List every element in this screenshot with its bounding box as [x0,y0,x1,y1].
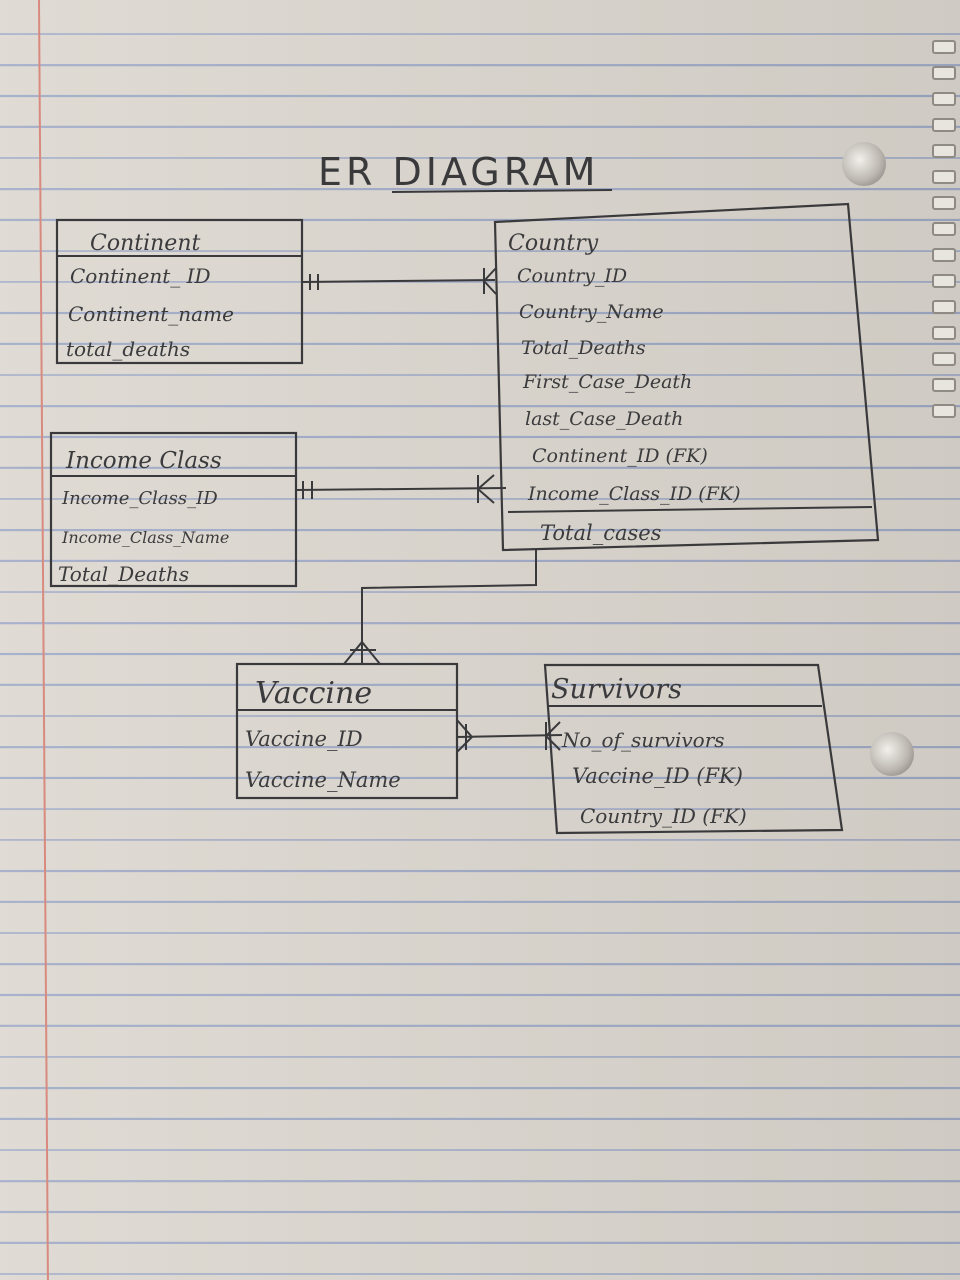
entity-income-class-box [49,431,298,588]
many-marker [343,640,381,665]
spiral-ring [932,144,956,158]
relationship-vaccine-survivors [456,719,563,753]
entity-income-class-attribute: Total_Deaths [58,562,189,586]
spiral-binding [926,0,960,1280]
many-marker [456,719,474,753]
spiral-ring [932,378,956,392]
entity-survivors-box [543,663,844,835]
entity-continent-attribute: total_deaths [66,337,190,361]
entity-continent-attribute: Continent_name [68,302,234,326]
entity-survivors-title: Survivors [551,674,682,705]
entity-survivors-attribute: No_of_survivors [561,728,725,752]
entity-continent-title: Continent [90,231,200,256]
spiral-ring [932,40,956,54]
entity-country-attribute: Total_cases [540,521,662,545]
relationship-line [361,550,537,664]
relationship-line [301,279,496,283]
entity-country-attribute: last_Case_Death [525,408,683,430]
entity-vaccine-title: Vaccine [255,676,372,711]
relationship-continent-country [301,267,497,295]
entity-survivors-attribute: Vaccine_ID (FK) [572,764,743,788]
relationship-country-vaccine [343,550,537,665]
entity-vaccine-box [235,662,459,800]
spiral-ring [932,66,956,80]
entity-country-attribute: First_Case_Death [522,371,692,393]
diagram-title: ER DIAGRAM [318,150,599,194]
entity-vaccine: Vaccine Vaccine_ID Vaccine_Name [235,662,459,800]
entity-continent-attribute: Continent_ ID [70,264,211,288]
entity-continent-box [55,218,304,365]
entity-country-attribute: Country_Name [519,301,664,323]
many-marker [477,474,495,504]
many-marker [483,267,497,295]
entity-income-class-attribute: Income_Class_Name [61,528,229,547]
entity-country: Country Country_ID Country_Name Total_De… [493,202,880,552]
relationship-line [295,487,507,491]
spiral-ring [932,248,956,262]
many-marker [544,721,561,751]
entity-income-class-attribute: Income_Class_ID [61,488,218,509]
punch-hole-top [842,142,886,186]
entity-income-class: Income Class Income_Class_ID Income_Clas… [49,431,298,588]
entity-survivors-attribute: Country_ID (FK) [580,804,747,828]
title-underline [391,189,613,193]
entity-country-attribute: Continent_ID (FK) [532,445,708,467]
spiral-ring [932,222,956,236]
spiral-ring [932,196,956,210]
spiral-ring [932,326,956,340]
entity-country-attribute: Total_Deaths [521,337,646,359]
relationship-line [456,734,563,738]
spiral-ring [932,300,956,314]
entity-continent: Continent Continent_ ID Continent_name t… [55,218,304,365]
entity-income-class-title: Income Class [65,448,222,474]
spiral-ring [932,118,956,132]
entity-country-title: Country [508,231,599,256]
entity-country-attribute: Income_Class_ID (FK) [527,483,741,505]
entity-survivors: Survivors No_of_survivors Vaccine_ID (FK… [543,663,844,835]
spiral-ring [932,404,956,418]
punch-hole-middle [870,732,914,776]
spiral-ring [932,274,956,288]
entity-country-box [493,202,880,552]
entity-country-divider [507,506,873,513]
entity-vaccine-attribute: Vaccine_ID [245,727,363,751]
entity-vaccine-attribute: Vaccine_Name [245,768,401,792]
entity-country-attribute: Country_ID [517,265,627,287]
relationship-income-class-country [295,474,507,504]
spiral-ring [932,352,956,366]
spiral-ring [932,92,956,106]
spiral-ring [932,170,956,184]
